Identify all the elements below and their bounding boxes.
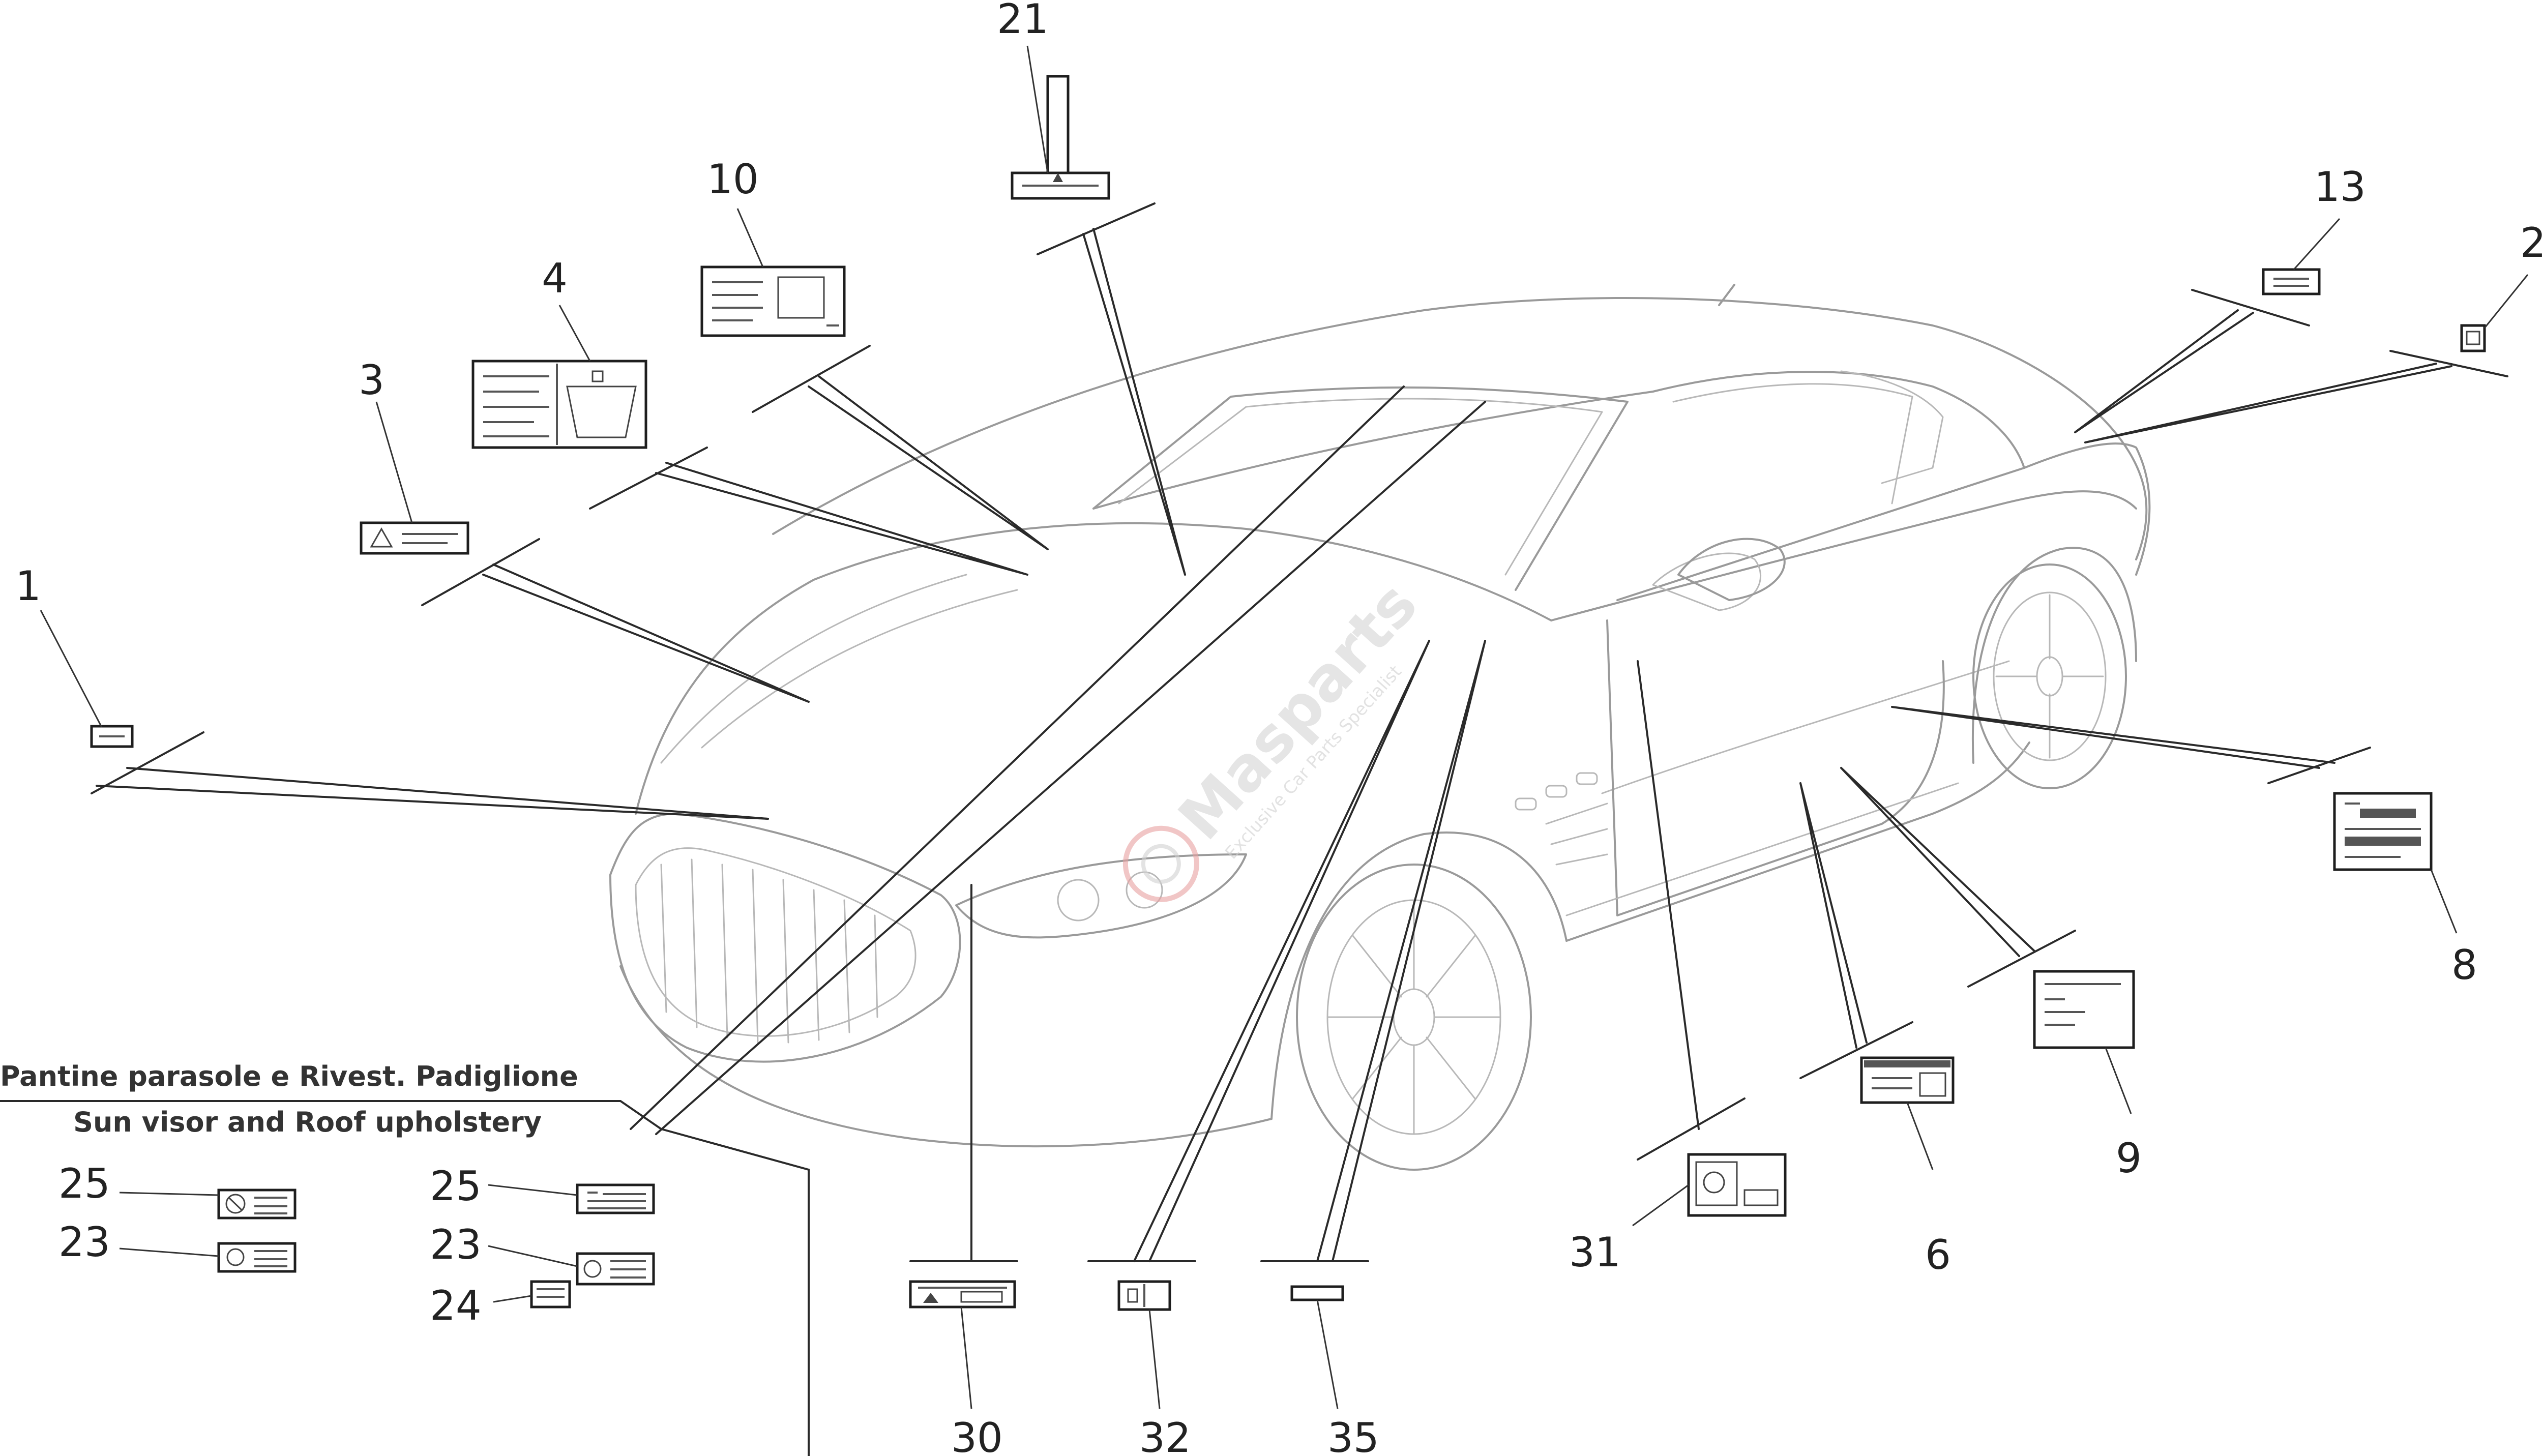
part-label-23-left	[217, 1242, 297, 1273]
callout-4: 4	[542, 255, 568, 302]
callout-24: 24	[430, 1282, 482, 1329]
callout-25-right: 25	[430, 1163, 482, 1210]
callout-23-right: 23	[430, 1221, 482, 1268]
section-caption: Pantine parasole e Rivest. Padiglione Su…	[0, 1060, 578, 1138]
part-label-4	[471, 360, 647, 449]
callout-2: 2	[2520, 219, 2543, 266]
callout-8: 8	[2451, 941, 2477, 989]
part-label-32	[1117, 1280, 1171, 1311]
watermark-logo-icon	[1122, 825, 1199, 902]
part-label-2	[2460, 324, 2486, 352]
small-leaders	[40, 45, 2529, 1409]
caption-italian: Pantine parasole e Rivest. Padiglione	[0, 1060, 578, 1092]
callout-35: 35	[1327, 1414, 1379, 1456]
callout-9: 9	[2116, 1135, 2142, 1182]
part-label-30	[909, 1280, 1016, 1309]
callout-13: 13	[2314, 163, 2366, 211]
part-label-8	[2333, 792, 2433, 871]
part-label-1	[90, 725, 134, 748]
part-label-24	[530, 1280, 571, 1309]
watermark-brand: Masparts	[1165, 569, 1431, 853]
callout-25-left: 25	[58, 1160, 110, 1207]
part-label-13	[2262, 268, 2321, 295]
part-label-25-left	[217, 1188, 297, 1220]
callout-3: 3	[359, 356, 385, 404]
part-label-31	[1687, 1153, 1787, 1217]
part-label-9	[2033, 970, 2135, 1049]
part-label-23-right	[576, 1252, 655, 1286]
callout-6: 6	[1925, 1231, 1951, 1279]
callout-21: 21	[997, 0, 1049, 43]
part-label-25-right	[576, 1183, 655, 1214]
callout-32: 32	[1139, 1414, 1191, 1456]
caption-english: Sun visor and Roof upholstery	[73, 1106, 542, 1138]
callout-30: 30	[951, 1414, 1003, 1456]
callout-23-left: 23	[58, 1219, 110, 1266]
part-label-3	[360, 521, 469, 555]
car-outline	[609, 284, 2151, 1171]
callout-10: 10	[707, 156, 759, 203]
part-label-21	[1011, 75, 1110, 200]
part-label-6	[1860, 1056, 1955, 1104]
watermark: Masparts Exclusive Car Parts Specialist	[1122, 569, 1431, 902]
callout-numbers: 1 2 3 4 6 8 9 10 13 21 23 23 24 25 25 30…	[15, 0, 2543, 1456]
callout-31: 31	[1569, 1229, 1621, 1276]
callout-1: 1	[15, 562, 41, 610]
leader-lines	[0, 202, 2508, 1456]
part-label-35	[1290, 1285, 1344, 1301]
part-label-10	[700, 265, 846, 337]
